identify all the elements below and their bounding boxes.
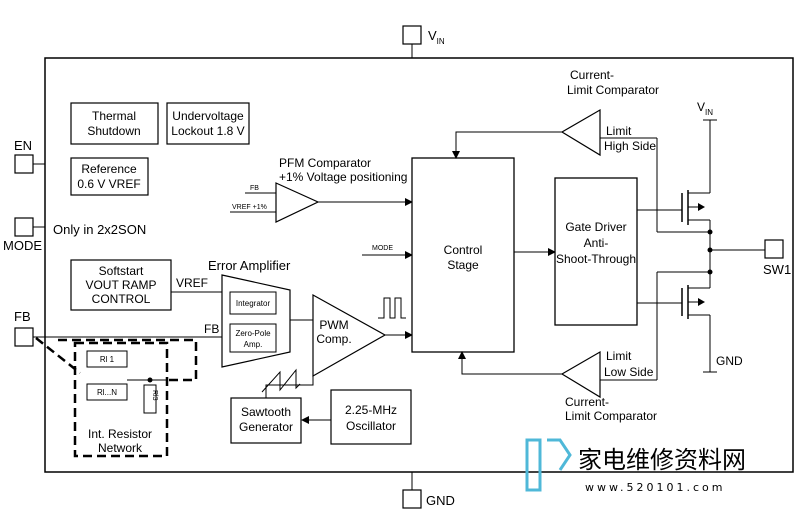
resistor-network-outline (35, 337, 81, 374)
high-side-mosfet-icon (637, 182, 711, 243)
cl-top-label: Current- (570, 68, 614, 82)
svg-text:Low Side: Low Side (604, 365, 654, 379)
resistor-network-label: Int. Resistor (88, 427, 152, 441)
pwm-waveform-icon (378, 297, 406, 319)
sawtooth-generator-block (230, 397, 302, 444)
chip-outline (44, 57, 794, 473)
gnd-pin (402, 489, 422, 509)
svg-text:Sawtooth: Sawtooth (241, 405, 291, 419)
cl-bottom-label: Current- (565, 395, 609, 409)
svg-text:PWM: PWM (319, 318, 348, 332)
svg-text:Thermal: Thermal (92, 109, 136, 123)
svg-text:Gate Driver: Gate Driver (565, 220, 626, 234)
svg-text:Reference: Reference (81, 162, 137, 176)
thermal-shutdown-block (70, 102, 159, 145)
svg-text:Softstart: Softstart (99, 264, 144, 278)
svg-text:Control: Control (444, 243, 483, 257)
svg-text:Limit Comparator: Limit Comparator (567, 83, 659, 97)
integrator-block (229, 291, 277, 315)
error-amplifier-label: Error Amplifier (208, 258, 291, 273)
svg-text:Rl 1: Rl 1 (100, 355, 115, 364)
gnd-pin-label: GND (426, 493, 455, 508)
vin-pin-label: VIN (428, 28, 445, 46)
vin-fet-label: VIN (697, 100, 713, 117)
svg-text:CONTROL: CONTROL (92, 292, 151, 306)
mode-arrow-label: MODE (372, 245, 393, 252)
pwm-comparator (312, 293, 387, 378)
zero-pole-block (229, 323, 277, 353)
svg-text:FB: FB (250, 185, 259, 192)
vref-label: VREF (176, 276, 208, 290)
en-pin-label: EN (14, 138, 32, 153)
vin-pin (402, 25, 422, 45)
svg-text:Integrator: Integrator (236, 299, 271, 308)
reference-block (70, 157, 149, 196)
rn-resistor (86, 383, 128, 401)
mode-pin-label: MODE (3, 238, 42, 253)
sw1-pin-label: SW1 (763, 262, 791, 277)
fb-line-label: FB (204, 322, 219, 336)
svg-text:Anti-: Anti- (584, 236, 609, 250)
sawtooth-waveform-icon (261, 368, 301, 393)
svg-text:Limit: Limit (606, 124, 632, 138)
mode-note: Only in 2x2SON (53, 222, 146, 237)
svg-text:Limit: Limit (606, 349, 632, 363)
svg-text:Generator: Generator (239, 420, 293, 434)
gate-driver-block (554, 177, 638, 326)
fb-pin (14, 327, 34, 347)
control-stage-block (411, 157, 515, 353)
error-amplifier (221, 274, 291, 368)
mode-pin (14, 217, 34, 237)
softstart-block (70, 259, 172, 311)
svg-text:High Side: High Side (604, 139, 656, 153)
svg-text:2.25-MHz: 2.25-MHz (345, 403, 397, 417)
low-side-mosfet-icon (637, 285, 717, 373)
svg-text:家电维修资料网: 家电维修资料网 (578, 446, 746, 474)
svg-text:Amp.: Amp. (244, 340, 263, 349)
svg-text:VOUT RAMP: VOUT RAMP (85, 278, 156, 292)
pfm-comparator-label: PFM Comparator (279, 156, 371, 170)
fb-pin-label: FB (14, 309, 31, 324)
high-side-current-limit-comparator (560, 108, 601, 157)
pfm-comparator (275, 182, 320, 223)
svg-text:Rl3: Rl3 (151, 390, 158, 401)
en-pin (14, 154, 34, 174)
low-side-current-limit-comparator (560, 350, 601, 399)
svg-text:Lockout 1.8 V: Lockout 1.8 V (171, 124, 244, 138)
svg-text:Comp.: Comp. (316, 332, 351, 346)
svg-text:Undervoltage: Undervoltage (172, 109, 244, 123)
svg-text:Oscillator: Oscillator (346, 419, 396, 433)
svg-text:Shutdown: Shutdown (87, 124, 140, 138)
svg-text:Zero-Pole: Zero-Pole (235, 329, 271, 338)
watermark-logo: 家电维修资料网 www.520101.com (525, 438, 746, 494)
svg-text:Shoot-Through: Shoot-Through (556, 252, 636, 266)
svg-text:+1% Voltage positioning: +1% Voltage positioning (279, 170, 407, 184)
svg-text:VREF +1%: VREF +1% (232, 204, 267, 211)
oscillator-block (330, 389, 412, 445)
undervoltage-lockout-block (166, 102, 250, 145)
r1-resistor (86, 350, 128, 368)
sw1-pin (764, 239, 784, 259)
svg-text:www.520101.com: www.520101.com (585, 481, 725, 494)
svg-text:Limit Comparator: Limit Comparator (565, 409, 657, 423)
svg-text:0.6 V VREF: 0.6 V VREF (77, 177, 140, 191)
gnd-fet-label: GND (716, 354, 743, 368)
svg-text:Rl...N: Rl...N (97, 388, 117, 397)
svg-text:Network: Network (98, 441, 143, 455)
svg-text:Stage: Stage (447, 258, 479, 272)
r3-resistor (143, 384, 157, 414)
